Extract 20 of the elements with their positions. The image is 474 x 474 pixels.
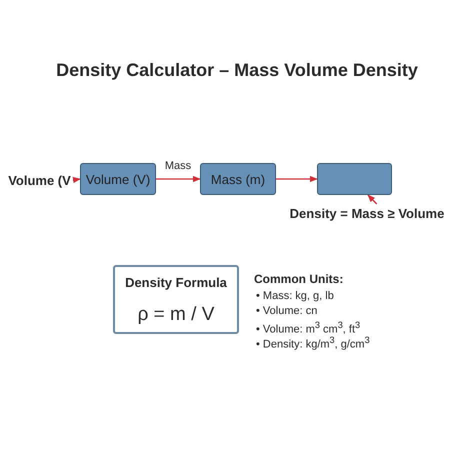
process-box	[317, 163, 392, 195]
list-heading: Common Units:	[254, 272, 344, 286]
box-heading: Density Formula	[125, 275, 227, 290]
process-box	[200, 163, 276, 195]
node-text: Density = Mass ≥ Volume	[286, 204, 448, 222]
arrow	[367, 194, 378, 204]
formula-box	[113, 265, 239, 334]
list-item: • Mass: kg, g, lb	[256, 290, 334, 302]
arrow	[72, 176, 81, 184]
title: Density Calculator – Mass Volume Density	[55, 60, 419, 81]
list-item: • Volume: m$^{3}$ cm$^{3}$, ft$^{3}$	[256, 320, 360, 336]
process-box	[80, 163, 156, 195]
list-item: • Density: kg/m$^{3}$, g/cm$^{3}$	[256, 335, 370, 351]
box-label: Volume (V)	[86, 172, 150, 186]
arrow	[276, 176, 318, 182]
formula-text: ρ = m / V	[138, 304, 214, 326]
list-item: • Volume: cn	[256, 305, 318, 317]
arrow	[156, 176, 201, 182]
box-label: Mass (m)	[210, 172, 266, 186]
node-text: Volume (V	[8, 171, 71, 189]
